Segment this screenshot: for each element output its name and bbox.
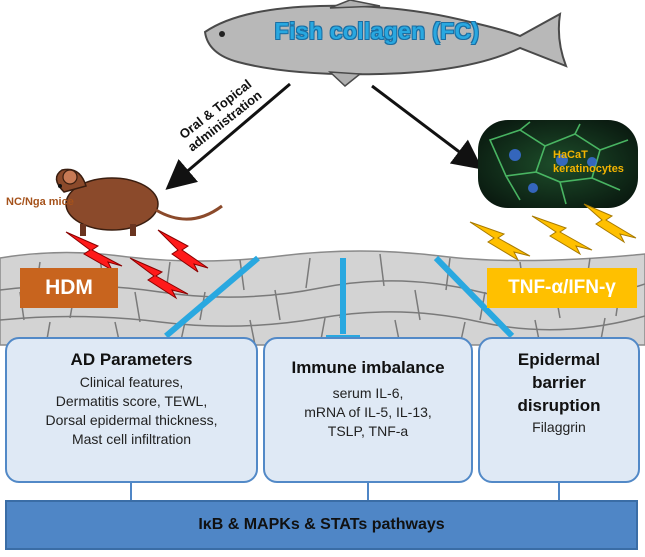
mice-label: NC/Nga mice (6, 196, 74, 208)
box-item: Dermatitis score, TEWL, (55, 393, 208, 409)
immune-imbalance-box: Immune imbalance serum IL-6, mRNA of IL-… (263, 337, 473, 483)
red-bolt-1 (65, 231, 123, 272)
fish-collagen-title: Fish collagen (FC) (274, 18, 480, 44)
inhibit-line-ad (164, 255, 260, 339)
box-item: Clinical features, (79, 374, 184, 390)
box-title: AD Parameters (70, 350, 193, 369)
red-bolt-3 (129, 257, 189, 300)
tnf-ifn-badge: TNF-α/IFN-γ (487, 268, 637, 308)
epidermal-barrier-box: Epidermal barrier disruption Filaggrin (478, 337, 640, 483)
mouse-illustration (55, 168, 223, 236)
box-item: Dorsal epidermal thickness, (45, 412, 218, 428)
yellow-bolt-1 (469, 221, 531, 262)
box-item: mRNA of IL-5, IL-13, (304, 404, 432, 420)
box-title: Epidermal (517, 350, 601, 369)
hacat-cell-image (478, 120, 638, 208)
box-title: barrier (532, 373, 586, 392)
signaling-pathways-bar: IκB & MAPKs & STATs pathways (5, 500, 638, 550)
fish-eye (219, 31, 225, 37)
hacat-label-line: keratinocytes (553, 163, 624, 175)
box-title: Immune imbalance (291, 358, 445, 377)
box-item: Filaggrin (532, 419, 586, 435)
yellow-bolt-3 (583, 203, 637, 244)
arrow-to-mice (165, 82, 291, 190)
hdm-lightning-bolts (65, 229, 209, 300)
arrow-to-cells (371, 84, 483, 170)
red-bolt-2 (157, 229, 209, 273)
box-item: serum IL-6, (332, 385, 404, 401)
pathway-connectors (130, 483, 560, 500)
box-item: Mast cell infiltration (71, 431, 192, 447)
hacat-label-line: HaCaT (553, 149, 588, 161)
inhibit-line-barrier (433, 255, 515, 339)
box-item: TSLP, TNF-a (327, 423, 409, 439)
fish-illustration (203, 0, 568, 87)
ad-parameters-box: AD Parameters Clinical features, Dermati… (5, 337, 258, 483)
hacat-label: HaCaT keratinocytes (553, 148, 645, 176)
hdm-badge: HDM (20, 268, 118, 308)
tnf-lightning-bolts (469, 203, 637, 262)
yellow-bolt-2 (531, 215, 593, 256)
box-title: disruption (517, 396, 601, 415)
